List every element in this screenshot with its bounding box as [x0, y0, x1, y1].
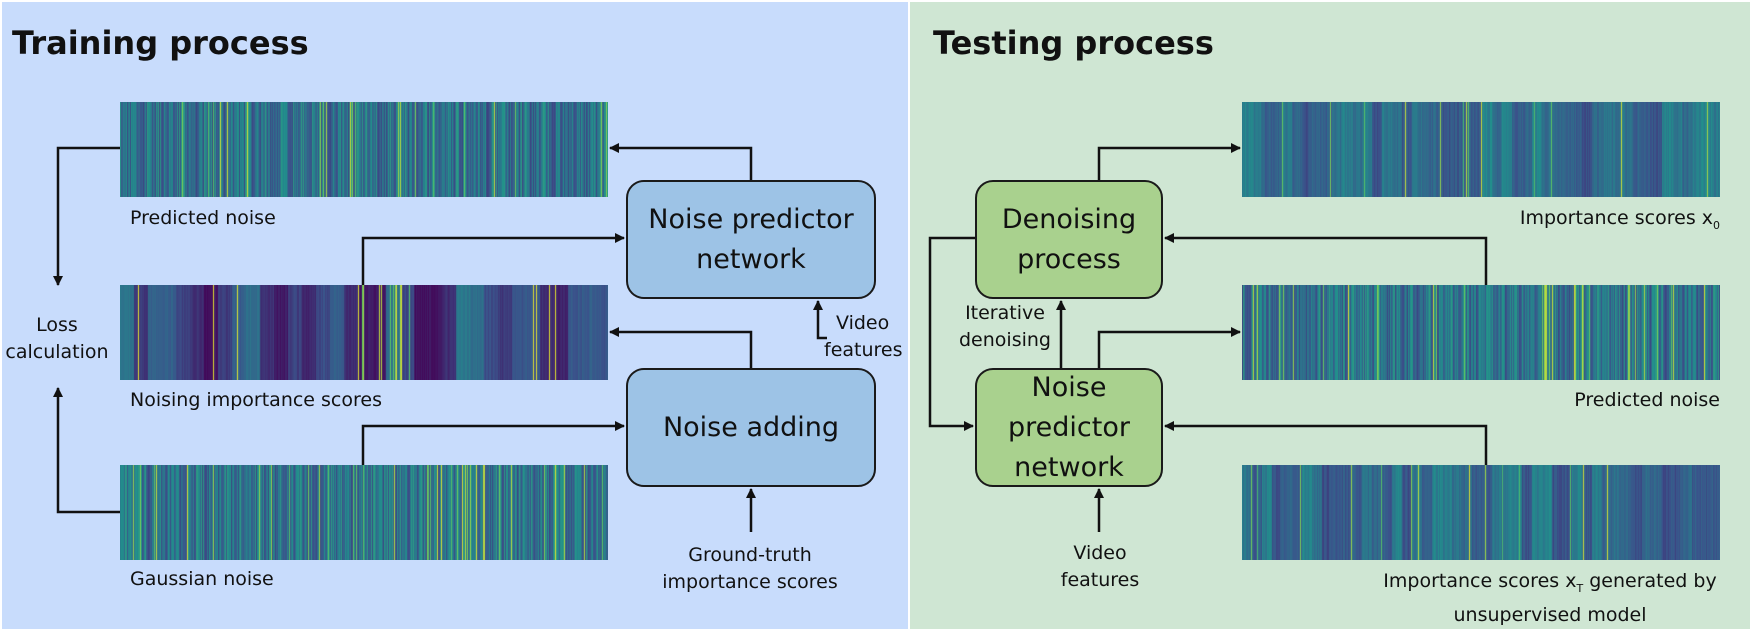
- denoising-line-1: Denoising: [1001, 203, 1137, 235]
- gaussian-to-noise-adding-arrow: [361, 421, 625, 465]
- test-noise-predictor-box: Noise predictor network: [975, 368, 1163, 487]
- predicted-noise-to-denoising-arrow: [1164, 233, 1488, 285]
- train-video-line-1: Video: [836, 312, 890, 334]
- gaussian-noise-label: Gaussian noise: [130, 568, 274, 590]
- importance-x0-strip: [1242, 102, 1720, 197]
- train-video-to-predictor-arrow: [813, 300, 827, 340]
- noise-adding-text: Noise adding: [662, 411, 840, 443]
- iterative-denoising-label: Iterative denoising: [945, 300, 1065, 354]
- iterative-line-2: denoising: [959, 329, 1051, 351]
- iterative-line-1: Iterative: [965, 302, 1045, 324]
- importance-x0-label: Importance scores x0: [1380, 205, 1720, 239]
- train-noise-predictor-line-1: Noise predictor: [648, 203, 854, 235]
- test-video-line-1: Video: [1073, 542, 1127, 564]
- test-predicted-noise-label: Predicted noise: [1574, 389, 1720, 411]
- test-predicted-noise-strip: [1242, 285, 1720, 380]
- gaussian-noise-strip: [120, 465, 608, 560]
- predictor-to-predicted-noise-test-arrow: [1097, 327, 1241, 368]
- test-video-features-label: Video features: [1040, 540, 1160, 594]
- train-video-line-2: features: [824, 339, 903, 361]
- training-title: Training process: [12, 24, 309, 62]
- noise-adding-to-noising-scores-arrow: [609, 327, 753, 368]
- denoising-to-x0-arrow: [1097, 143, 1241, 180]
- noising-scores-label: Noising importance scores: [130, 389, 382, 411]
- loss-calculation-label: Loss calculation: [2, 312, 112, 366]
- testing-title: Testing process: [933, 24, 1214, 62]
- test-noise-predictor-line-2: network: [1014, 451, 1124, 483]
- denoising-line-2: process: [1017, 243, 1121, 275]
- importance-xt-subscript: T: [1576, 581, 1584, 595]
- train-noise-predictor-box: Noise predictor network: [626, 180, 876, 299]
- test-video-line-2: features: [1060, 569, 1140, 591]
- gt-line-2: importance scores: [662, 571, 838, 593]
- noise-adding-box: Noise adding: [626, 368, 876, 487]
- importance-xt-text-2: generated by: [1583, 570, 1717, 592]
- predictor-to-predicted-noise-arrow: [609, 143, 753, 180]
- predicted-noise-label: Predicted noise: [130, 207, 276, 229]
- loss-line-1: Loss: [36, 314, 78, 336]
- train-video-features-label: Video features: [824, 310, 903, 364]
- predicted-noise-strip: [120, 102, 608, 197]
- loss-line-2: calculation: [5, 341, 109, 363]
- importance-x0-text: Importance scores x: [1519, 207, 1713, 229]
- ground-truth-label: Ground-truth importance scores: [660, 542, 840, 596]
- denoising-process-box: Denoising process: [975, 180, 1163, 299]
- noising-scores-strip: [120, 285, 608, 380]
- predicted-noise-to-loss-arrow: [53, 146, 120, 286]
- noising-scores-to-predictor-arrow: [361, 233, 625, 285]
- importance-xt-text: Importance scores x: [1383, 570, 1577, 592]
- train-noise-predictor-line-2: network: [696, 243, 806, 275]
- importance-xt-strip: [1242, 465, 1720, 560]
- iterative-loop-arrow: [928, 236, 975, 431]
- xt-to-predictor-arrow: [1164, 421, 1488, 465]
- importance-xt-line-2: unsupervised model: [1453, 603, 1647, 626]
- importance-x0-subscript: 0: [1713, 218, 1720, 232]
- importance-xt-label: Importance scores xT generated by unsupe…: [1370, 568, 1730, 629]
- test-noise-predictor-line-1: Noise predictor: [1008, 371, 1130, 443]
- gaussian-to-loss-arrow: [53, 387, 120, 514]
- gt-line-1: Ground-truth: [688, 544, 812, 566]
